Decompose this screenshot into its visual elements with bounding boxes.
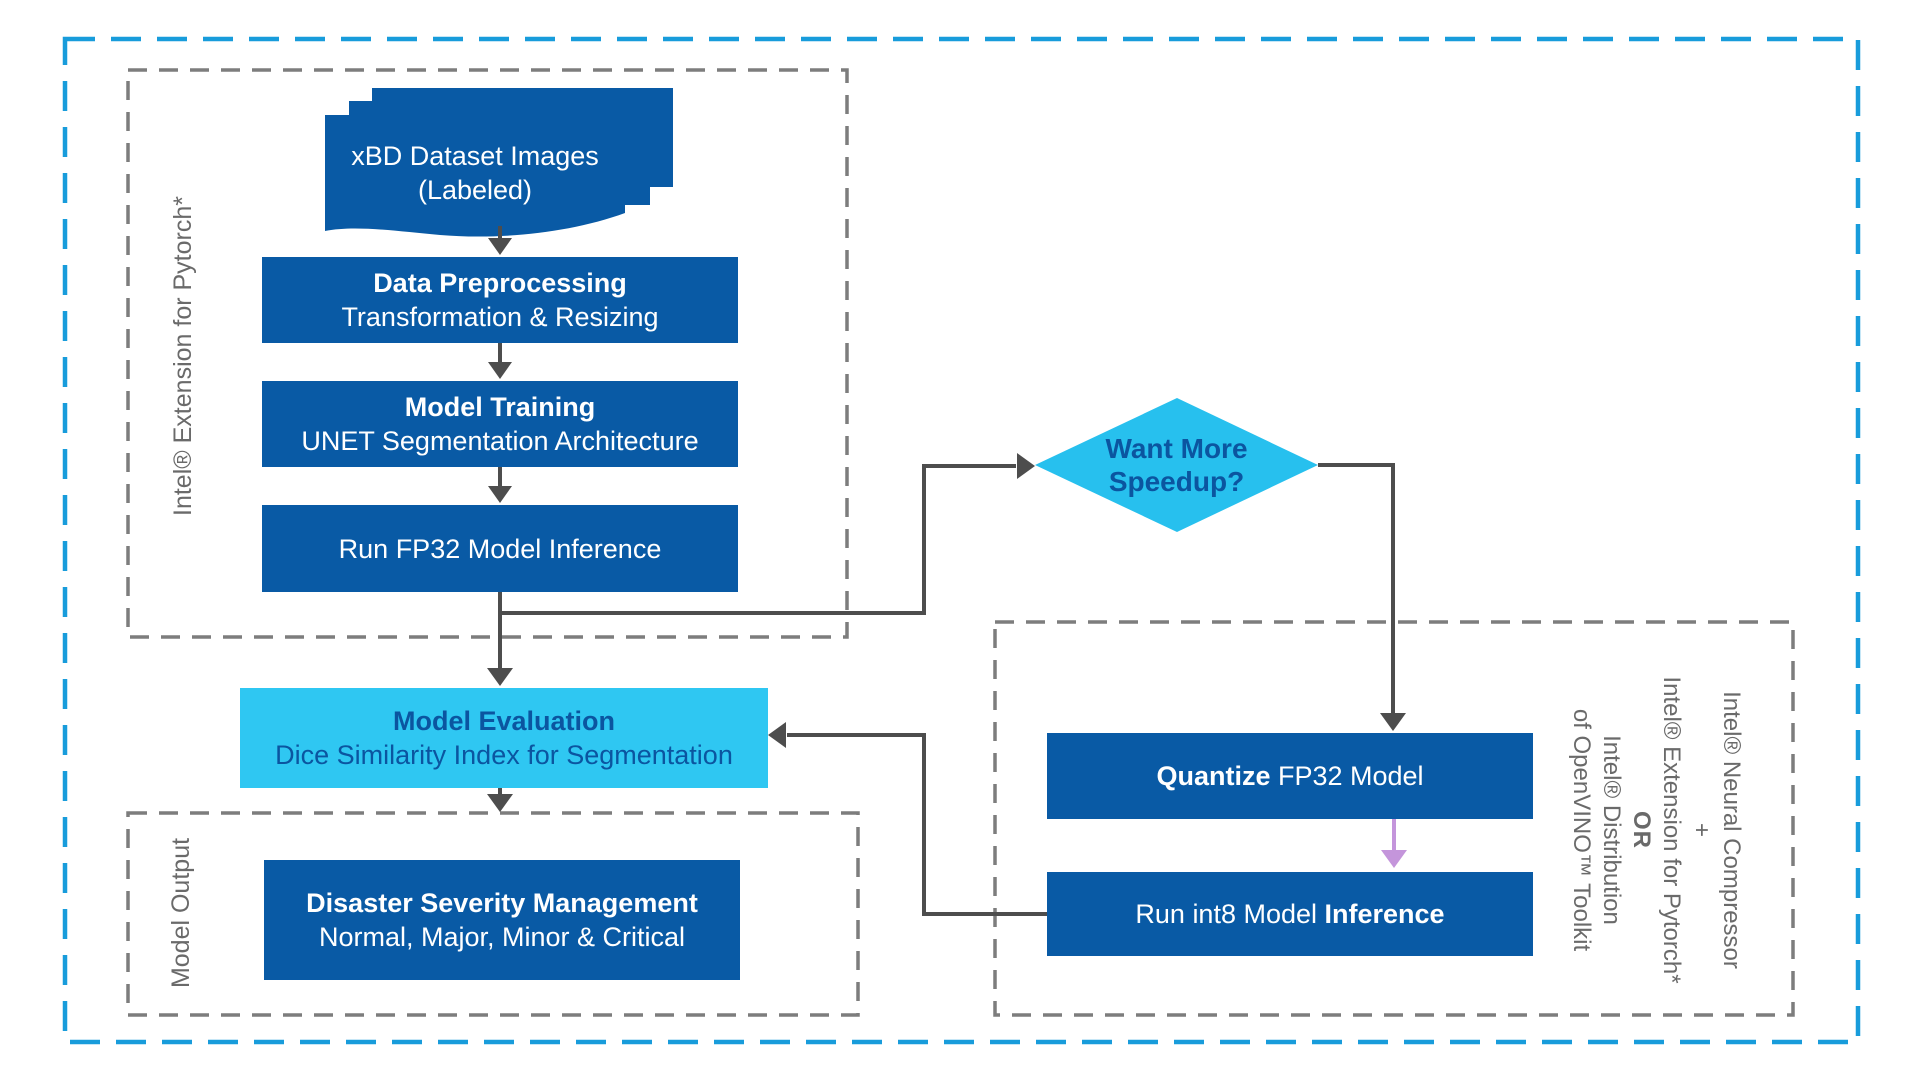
tools-label-line3: Intel® Extension for Pytorch* xyxy=(1658,676,1685,984)
tools-label-line1: Intel® Neural Compressor xyxy=(1718,691,1745,969)
tools-group-border xyxy=(993,620,1795,1017)
connector-lines xyxy=(498,226,1395,916)
preprocess-box xyxy=(262,257,738,343)
tools-label-line4: OR xyxy=(1628,810,1655,849)
quantize-box xyxy=(1047,733,1533,819)
evaluation-box xyxy=(240,688,768,788)
tools-label-line5: Intel® Distribution xyxy=(1598,735,1625,925)
decision-diamond xyxy=(1035,398,1318,532)
severity-box xyxy=(264,860,740,980)
arrowheads xyxy=(487,238,1406,812)
training-box xyxy=(262,381,738,467)
output-group-label: Model Output xyxy=(167,837,195,989)
outer-dashed-border xyxy=(62,36,1861,1045)
pipeline-group-label: Intel® Extension for Pytorch* xyxy=(169,196,197,516)
int8-inference-box xyxy=(1047,872,1533,956)
fp32-inference-box xyxy=(262,505,738,592)
quantize-int8-arrow xyxy=(1381,819,1407,868)
dataset-document-shape xyxy=(325,88,673,237)
tools-label-line2: + xyxy=(1688,822,1715,838)
tools-group-label: Intel® Neural Compressor + Intel® Extens… xyxy=(1566,676,1746,983)
pipeline-group-border xyxy=(126,68,849,639)
tools-label-line6: of OpenVINO™ Toolkit xyxy=(1568,708,1595,952)
